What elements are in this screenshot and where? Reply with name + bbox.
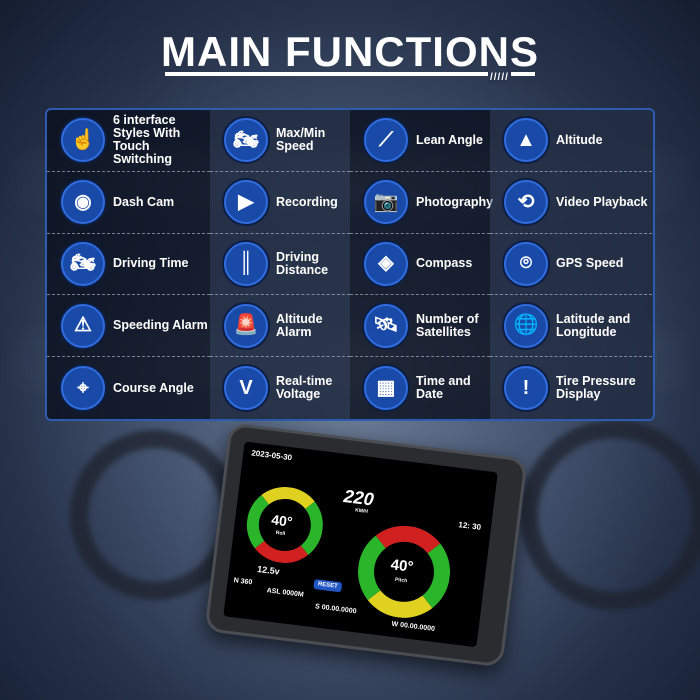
feature-label: Altitude Alarm: [276, 311, 323, 339]
background-motorcycle-wheel: [520, 420, 700, 610]
dash-cam-icon: ◉: [61, 180, 105, 225]
feature-item: ⟲ Video Playback: [490, 171, 653, 234]
title-decoration: /////: [488, 72, 511, 83]
feature-item: ▦ Time and Date: [350, 357, 490, 419]
feature-item: ▲ Altitude: [490, 110, 653, 172]
feature-item: ⌾ GPS Speed: [490, 233, 653, 296]
longitude-readout: W 00.00.0000: [391, 620, 436, 633]
voltage: 12.5v: [256, 563, 281, 577]
feature-item: ║ Driving Distance: [210, 233, 350, 296]
feature-label: Course Angle: [113, 380, 194, 395]
feature-label: Video Playback: [556, 194, 648, 209]
title-underline: [165, 72, 535, 76]
camera-icon: 📷: [364, 180, 408, 225]
pitch-angle: 40°: [389, 556, 415, 576]
satellite-icon: 🛰: [364, 303, 408, 348]
touch-hand-icon: ☝: [61, 118, 105, 163]
screen-time: 12: 30: [457, 520, 482, 532]
feature-label: Dash Cam: [113, 194, 175, 209]
latitude-readout: S 00.00.0000: [314, 603, 357, 616]
feature-item: ⚠ Speeding Alarm: [47, 295, 210, 358]
tire-pressure-icon: !: [504, 366, 548, 411]
roll-label: Roll: [275, 529, 286, 538]
feature-item: ▶ Recording: [210, 171, 350, 234]
motorcycle-icon: 🏍: [224, 118, 268, 163]
feature-item: ◉ Dash Cam: [47, 172, 210, 234]
mountain-icon: ▲: [504, 118, 548, 163]
feature-label: Time and Date: [416, 374, 471, 402]
feature-item: ⟋ Lean Angle: [350, 110, 490, 172]
feature-label: Altitude: [556, 132, 603, 147]
roll-angle: 40°: [270, 511, 294, 530]
reset-button[interactable]: RESET: [313, 578, 343, 593]
feature-label: Max/Min Speed: [276, 126, 326, 154]
feature-item: ⌖ Course Angle: [47, 357, 210, 419]
feature-label: Speeding Alarm: [113, 318, 208, 333]
feature-label: Photography: [416, 194, 494, 209]
compass-icon: ◈: [364, 241, 408, 286]
screen-speed-unit: KM/H: [354, 507, 369, 515]
feature-item: 🛰 Number of Satellites: [350, 295, 490, 358]
feature-label: Lean Angle: [416, 132, 483, 147]
lean-rider-icon: ⟋: [364, 118, 408, 163]
feature-item: 🚨 Altitude Alarm: [210, 295, 350, 358]
feature-label: Tire Pressure Display: [556, 374, 636, 402]
feature-item: 🏍 Driving Time: [47, 234, 210, 296]
page-title: MAIN FUNCTIONS: [161, 28, 539, 75]
rider-icon: 🏍: [61, 241, 105, 286]
feature-label: Number of Satellites: [416, 311, 479, 339]
gps-pin-icon: ⌾: [504, 241, 548, 286]
feature-item: ! Tire Pressure Display: [490, 357, 653, 419]
calendar-icon: ▦: [364, 366, 408, 411]
feature-label: Compass: [416, 256, 473, 271]
feature-label: 6 interface Styles With Touch Switching: [113, 113, 181, 167]
feature-label: Driving Distance: [276, 249, 329, 277]
voltmeter-icon: V: [224, 366, 268, 411]
crosshair-icon: ⌖: [61, 366, 105, 411]
feature-label: Real-time Voltage: [276, 374, 333, 402]
features-grid: ☝6 interface Styles With Touch Switching…: [45, 108, 655, 421]
screen-date: 2023-05-30: [250, 448, 293, 463]
feature-item: ◈ Compass: [350, 234, 490, 296]
warning-icon: ⚠: [61, 303, 105, 348]
road-icon: ║: [224, 241, 268, 286]
feature-item: ☝6 interface Styles With Touch Switching: [47, 110, 210, 172]
heading: N 360: [233, 577, 253, 587]
feature-item: 🌐 Latitude and Longitude: [490, 295, 653, 358]
feature-item: 📷 Photography: [350, 172, 494, 234]
feature-item: 🏍 Max/Min Speed: [210, 110, 350, 172]
altitude-readout: ASL 0000M: [266, 587, 305, 599]
feature-label: GPS Speed: [556, 256, 624, 271]
siren-icon: 🚨: [224, 303, 268, 348]
feature-label: Driving Time: [113, 256, 189, 271]
device-gps-speedometer: 2023-05-30 12: 30 220 KM/H 40° Roll 12.5…: [204, 422, 528, 668]
video-camera-icon: ▶: [224, 180, 268, 225]
feature-label: Latitude and Longitude: [556, 311, 631, 339]
playback-icon: ⟲: [504, 180, 548, 225]
feature-item: V Real-time Voltage: [210, 357, 350, 419]
globe-icon: 🌐: [504, 303, 548, 348]
feature-label: Recording: [276, 194, 338, 209]
device-screen: 2023-05-30 12: 30 220 KM/H 40° Roll 12.5…: [223, 441, 498, 648]
